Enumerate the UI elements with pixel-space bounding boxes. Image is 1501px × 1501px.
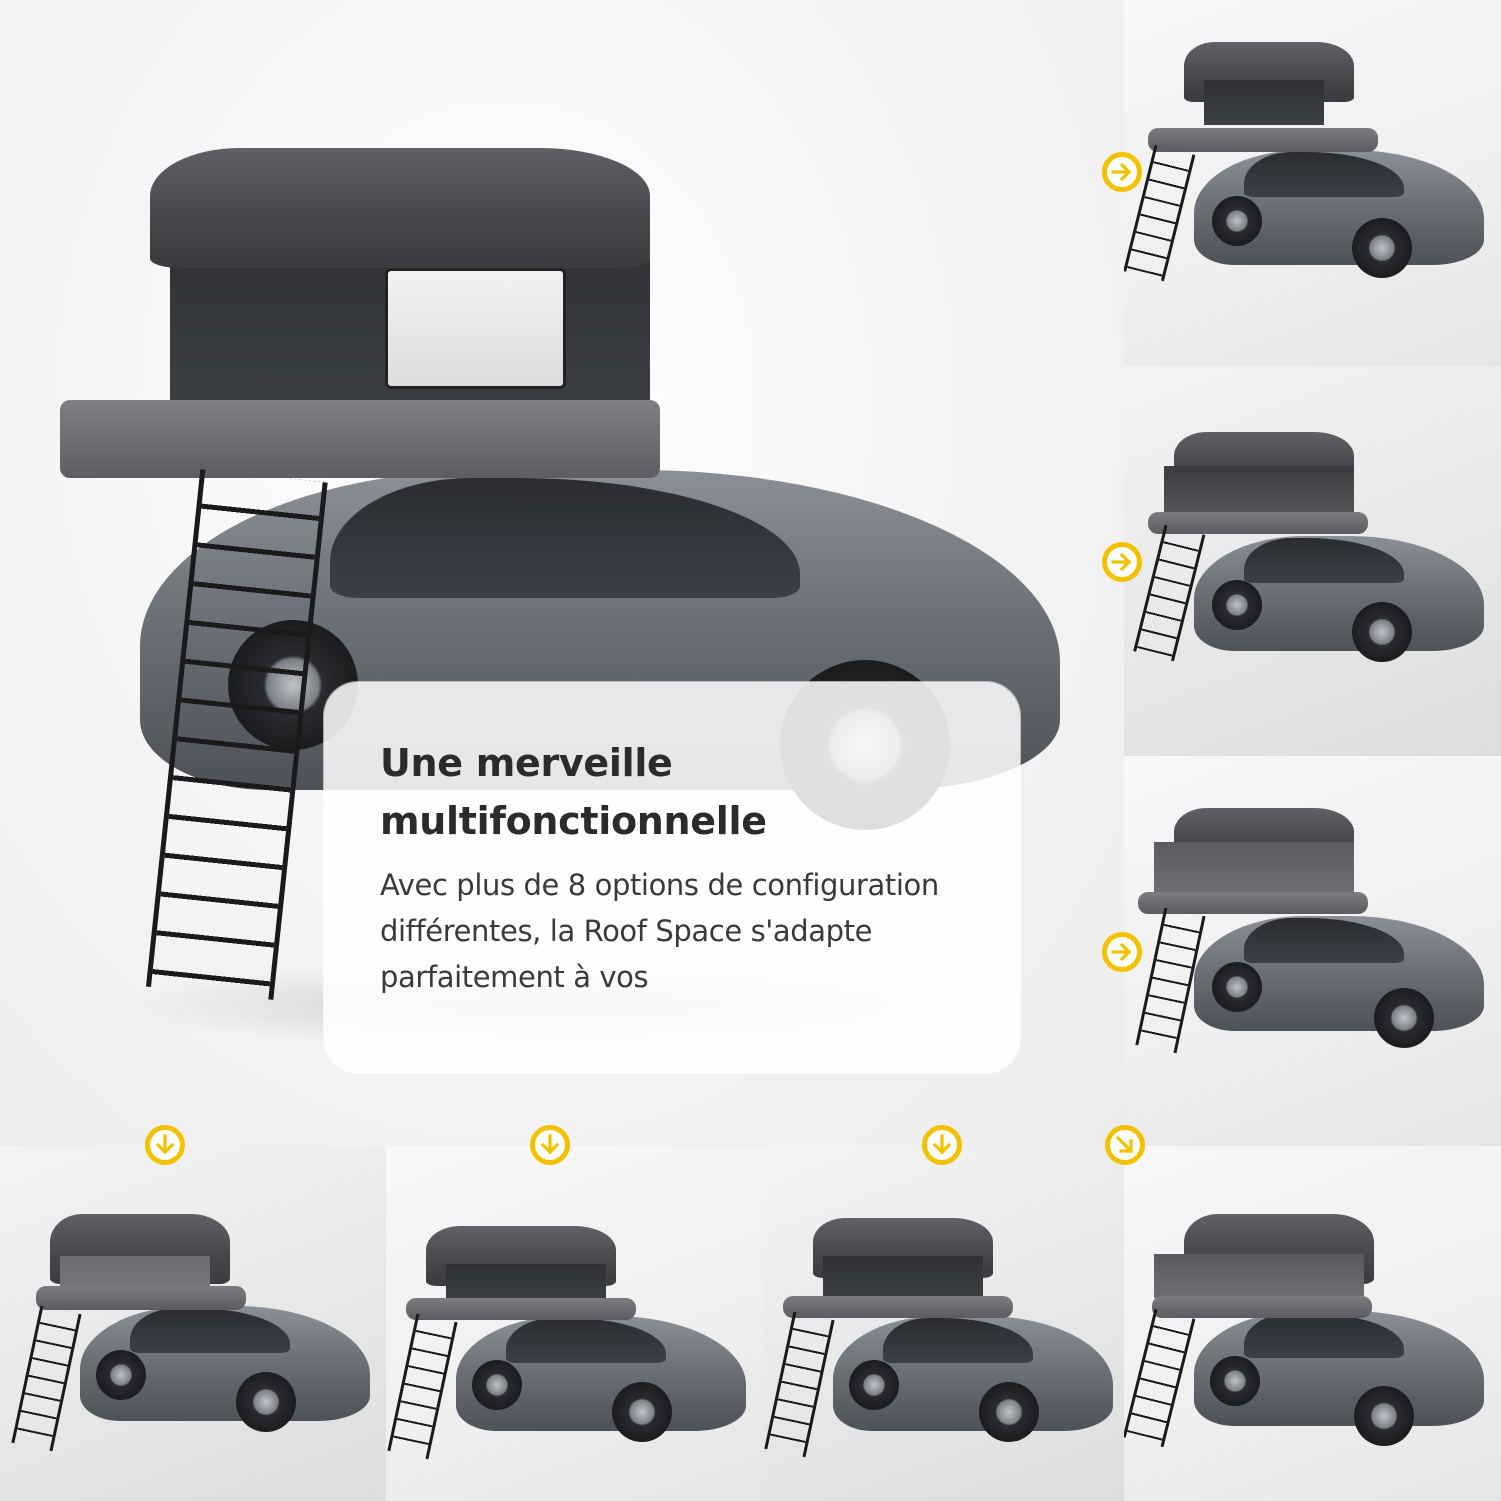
car-wheel-rear [1210, 1356, 1260, 1406]
tent-interior [823, 1256, 983, 1300]
car-wheel-front [612, 1382, 672, 1442]
feature-description: Avec plus de 8 options de configuration … [380, 868, 939, 994]
car-wheel-rear [849, 1360, 899, 1410]
tent-mesh-walls [1164, 466, 1354, 516]
ladder [11, 1305, 82, 1452]
car-wheel-front [1354, 1386, 1414, 1446]
tent-floor-platform [1152, 1296, 1372, 1318]
panel-scene [386, 1146, 763, 1501]
tent-floor-platform [1148, 128, 1378, 152]
car-wheel-front [1352, 602, 1412, 662]
car-wheel-front [1352, 218, 1412, 278]
arrow-right-icon [1102, 152, 1142, 192]
arrow-down-right-icon [1105, 1125, 1145, 1165]
arrow-down-icon [145, 1125, 185, 1165]
feature-title: Une merveille multifonctionnelle [380, 741, 767, 843]
config-panel-bottom-2 [386, 1146, 763, 1501]
ladder [1124, 1308, 1196, 1448]
tent-walls [1154, 842, 1354, 892]
config-panel-bottom-1 [0, 1146, 386, 1501]
car-wheel-rear [1212, 580, 1262, 630]
tent-floor-platform [1138, 892, 1368, 914]
config-panel-bottom-4 [1124, 1146, 1501, 1501]
config-panel-right-2 [1124, 366, 1501, 756]
arrow-down-icon [530, 1125, 570, 1165]
car-wheel-front [1374, 988, 1434, 1048]
car-wheel-rear [96, 1350, 146, 1400]
panel-scene [0, 1146, 386, 1501]
car-wheel-rear [1212, 962, 1262, 1012]
tent-floor-platform [60, 400, 660, 478]
tent-roof [150, 148, 650, 268]
tent-interior [446, 1264, 606, 1304]
config-panel-right-1 [1124, 0, 1501, 366]
tent-floor-platform [36, 1286, 246, 1310]
ladder [387, 1313, 458, 1460]
arrow-down-icon [922, 1125, 962, 1165]
config-panel-bottom-3 [763, 1146, 1124, 1501]
tent-interior [1204, 80, 1324, 125]
tent-floor-platform [783, 1296, 1013, 1318]
arrow-right-icon [1102, 932, 1142, 972]
car-wheel-front [236, 1372, 296, 1432]
tent-window [385, 268, 566, 389]
arrow-right-icon [1102, 542, 1142, 582]
config-panel-right-3 [1124, 756, 1501, 1146]
panel-scene [1124, 366, 1501, 756]
car-wheel-front [979, 1382, 1039, 1442]
tent-floor-platform [406, 1298, 636, 1320]
car-wheel-rear [1212, 196, 1262, 246]
panel-scene [1124, 1146, 1501, 1501]
panel-scene [1124, 0, 1501, 366]
ladder [145, 469, 328, 1000]
car-wheel-rear [472, 1360, 522, 1410]
tent-walls [1154, 1254, 1364, 1298]
panel-scene [763, 1146, 1124, 1501]
ladder [764, 1311, 835, 1458]
panel-scene [1124, 756, 1501, 1146]
tent-floor-platform [1148, 512, 1368, 534]
feature-card: Une merveille multifonctionnelle Avec pl… [324, 682, 1020, 1073]
